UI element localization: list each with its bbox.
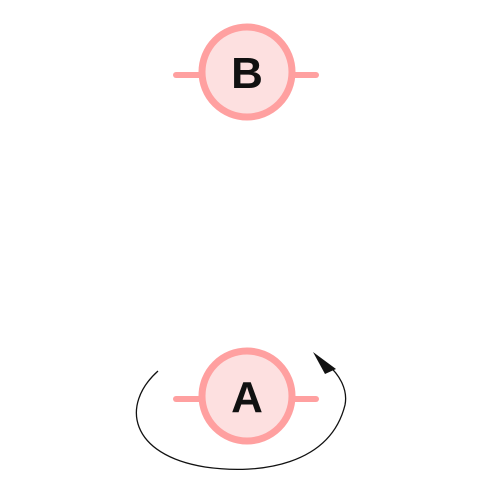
node-b-label: B: [231, 49, 263, 98]
node-a[interactable]: A: [173, 347, 319, 445]
self-loop-arrowhead: [313, 352, 336, 374]
self-loop-edge-a[interactable]: [135, 352, 347, 470]
node-a-circle: [198, 347, 296, 445]
self-loop-path: [135, 363, 347, 470]
node-a-label: A: [231, 373, 263, 422]
node-b[interactable]: B: [173, 23, 319, 121]
node-b-circle: [198, 23, 296, 121]
